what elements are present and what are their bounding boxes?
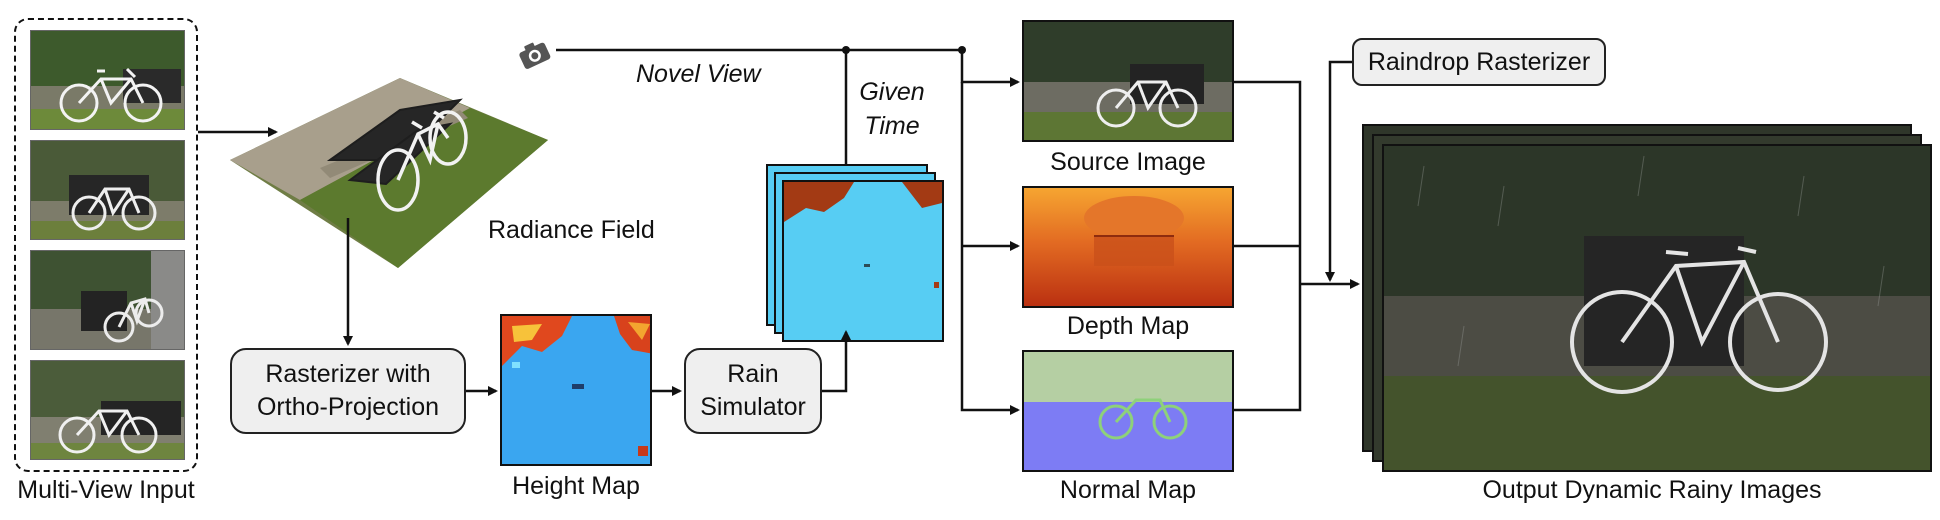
input-view-thumbnail <box>30 30 185 130</box>
radiance-field-label: Radiance Field <box>488 216 655 244</box>
arrow-raindrop-to-output <box>1325 60 1352 282</box>
rain-sim-frame-front <box>782 180 944 342</box>
input-view-thumbnail <box>30 360 185 460</box>
junction-dot <box>842 46 850 54</box>
rain-simulator-label-line1: Rain <box>727 360 779 388</box>
bicycle-icon <box>376 110 468 212</box>
rasterizer-ortho-projection-box: Rasterizer with Ortho-Projection <box>230 348 466 434</box>
output-image <box>1382 144 1932 472</box>
camera-icon <box>516 36 552 72</box>
height-map-image <box>500 314 652 466</box>
given-time-label-line2: Time <box>864 112 920 140</box>
merge-normal <box>1234 284 1302 412</box>
multi-view-input-frame <box>14 18 198 472</box>
merge-source <box>1234 80 1302 284</box>
output-label: Output Dynamic Rainy Images <box>1482 476 1822 504</box>
bicycle-icon <box>59 67 163 123</box>
normal-map-image <box>1022 350 1234 472</box>
height-map-label: Height Map <box>512 472 640 500</box>
rain-simulator-label-line2: Simulator <box>700 393 806 421</box>
rasterizer-label-line1: Rasterizer with <box>265 360 431 388</box>
depth-map-image <box>1022 186 1234 308</box>
input-view-thumbnail <box>30 250 185 350</box>
raindrop-rasterizer-label: Raindrop Rasterizer <box>1367 47 1591 76</box>
junction-dot <box>958 46 966 54</box>
arrow-to-normal <box>960 246 1020 415</box>
multi-view-input-label: Multi-View Input <box>17 476 195 504</box>
given-time-label-line1: Given <box>859 78 925 106</box>
novel-view-label: Novel View <box>636 60 761 88</box>
depth-map-label: Depth Map <box>1066 312 1190 340</box>
normal-map-label: Normal Map <box>1059 476 1197 504</box>
source-image-label: Source Image <box>1050 148 1206 176</box>
rain-simulator-box: Rain Simulator <box>684 348 822 434</box>
source-image <box>1022 20 1234 142</box>
raindrop-rasterizer-box: Raindrop Rasterizer <box>1352 38 1606 86</box>
arrow-to-source <box>960 50 1020 87</box>
input-view-thumbnail <box>30 140 185 240</box>
rasterizer-label-line2: Ortho-Projection <box>256 393 440 421</box>
bicycle-icon <box>1570 246 1828 394</box>
